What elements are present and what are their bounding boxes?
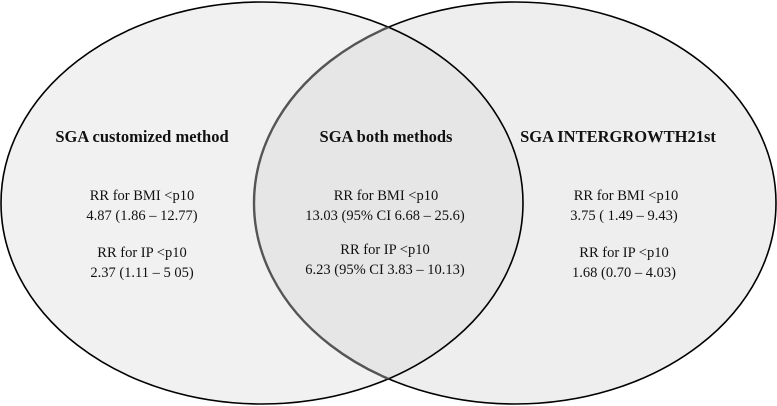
left-ip-value: 2.37 (1.11 – 5 05) xyxy=(90,265,194,281)
center-bmi-value: 13.03 (95% CI 6.68 – 25.6) xyxy=(305,208,465,224)
left-ellipse-outline xyxy=(0,1,524,405)
center-ip-label: RR for IP <p10 xyxy=(340,242,429,258)
left-bmi-label: RR for BMI <p10 xyxy=(90,188,194,204)
right-ip-value: 1.68 (0.70 – 4.03) xyxy=(572,265,676,281)
left-ip-label: RR for IP <p10 xyxy=(97,245,186,261)
center-ip-value: 6.23 (95% CI 3.83 – 10.13) xyxy=(305,262,465,278)
right-bmi-value: 3.75 ( 1.49 – 9.43) xyxy=(570,208,678,224)
left-bmi-value: 4.87 (1.86 – 12.77) xyxy=(86,208,197,224)
overlap-region xyxy=(254,2,523,404)
center-bmi-label: RR for BMI <p10 xyxy=(334,188,438,204)
left-heading: SGA customized method xyxy=(55,127,228,146)
right-heading: SGA INTERGROWTH21st xyxy=(520,127,716,146)
center-heading: SGA both methods xyxy=(320,127,454,146)
overlap-outline xyxy=(252,2,523,404)
right-ip-label: RR for IP <p10 xyxy=(579,245,668,261)
right-bmi-label: RR for BMI <p10 xyxy=(574,188,678,204)
